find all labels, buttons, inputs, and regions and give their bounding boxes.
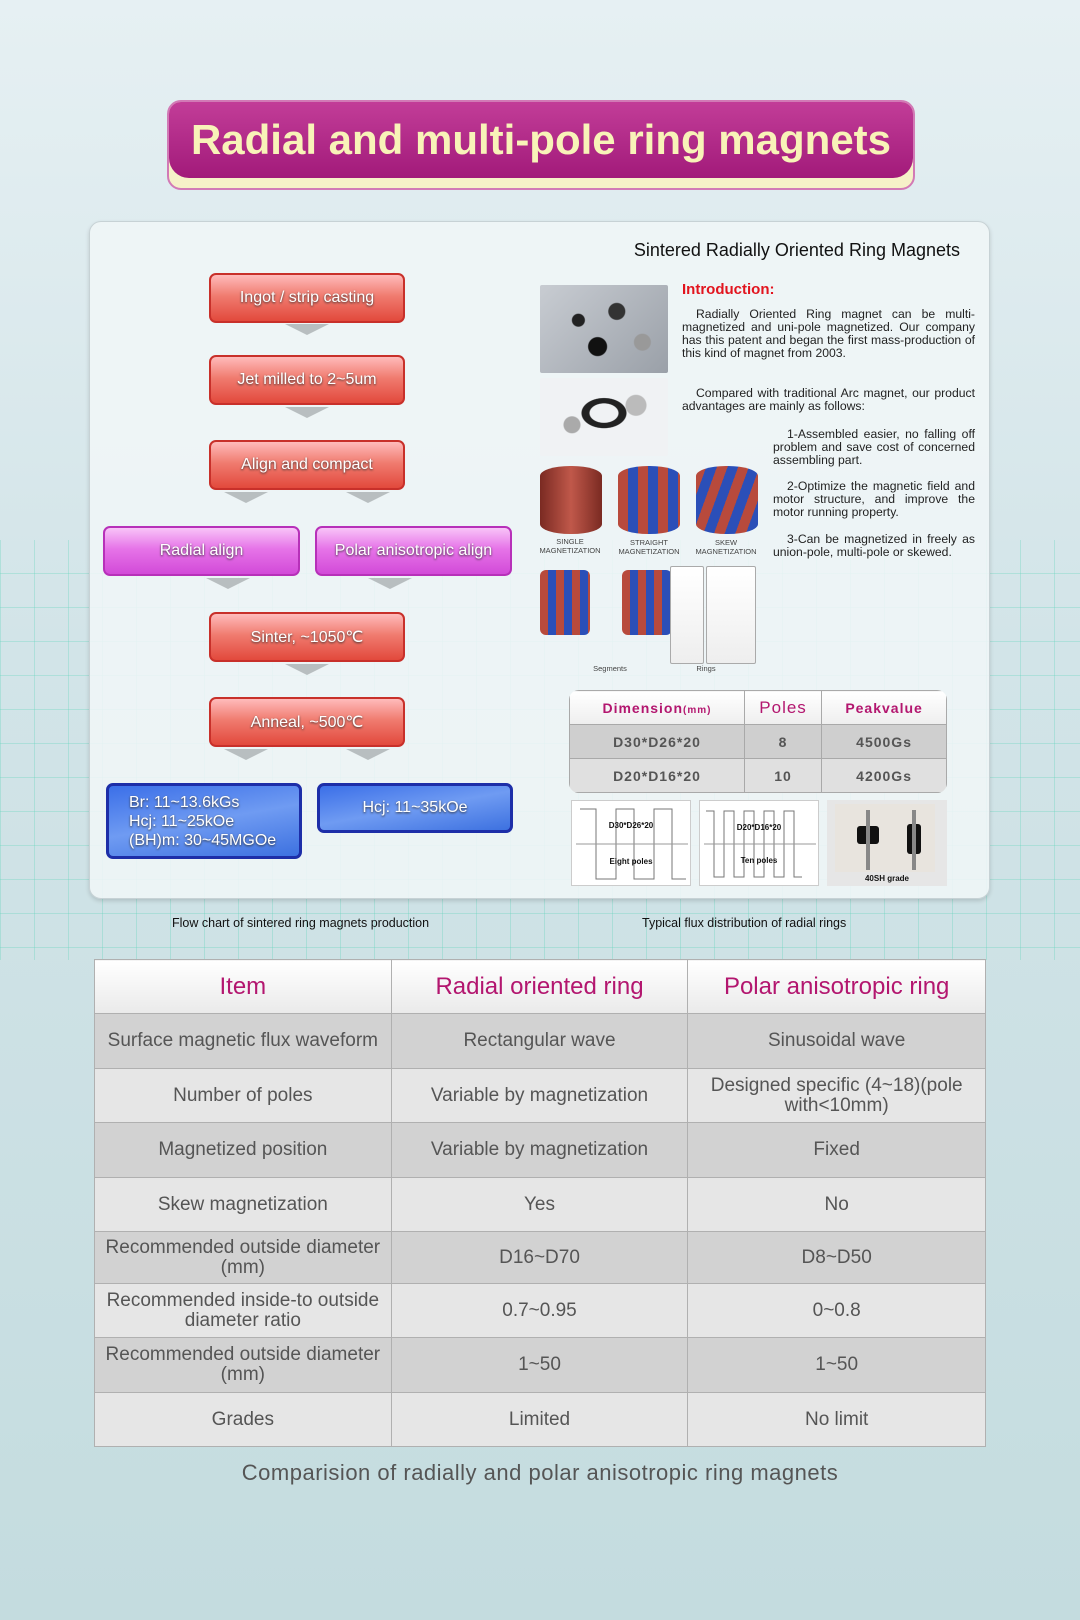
cell: Designed specific (4~18)(pole with<10mm)	[687, 1068, 986, 1123]
square-wave-graph	[704, 810, 816, 878]
result-radial: Br: 11~13.6kGs Hcj: 11~25kOe (BH)m: 30~4…	[106, 783, 302, 859]
cell: D8~D50	[687, 1231, 986, 1284]
section-heading: Sintered Radially Oriented Ring Magnets	[633, 240, 960, 260]
flux-poles: Ten poles	[740, 856, 778, 865]
arrow-icon	[368, 578, 412, 589]
skew-magnetization-ring	[696, 466, 758, 534]
row-label: Recommended outside diameter (mm)	[94, 1337, 392, 1393]
ring-magnets-photo	[540, 285, 668, 373]
rings-label: Rings	[696, 664, 716, 673]
flux-chart-eight-poles: D30*D26*20 Eight poles	[571, 800, 691, 886]
rings-image-2	[706, 566, 756, 664]
flux-poles: Eight poles	[609, 857, 653, 866]
arrow-icon	[285, 407, 329, 418]
br-value: Br: 11~13.6kGs	[129, 793, 240, 811]
rings-image	[670, 566, 704, 664]
flux-label: D30*D26*20	[608, 821, 654, 830]
flow-branch-polar: Polar anisotropic align	[315, 526, 512, 576]
cell: 1~50	[390, 1337, 689, 1393]
hcj-value: Hcj: 11~25kOe	[129, 812, 235, 830]
cell: No limit	[687, 1392, 986, 1447]
rotor-image	[835, 804, 935, 872]
intro-paragraph: Radially Oriented Ring magnet can be mul…	[682, 307, 975, 360]
intro-paragraph-2: Compared with traditional Arc magnet, ou…	[682, 386, 975, 413]
flowchart-caption: Flow chart of sintered ring magnets prod…	[172, 916, 430, 930]
flow-step: Anneal, ~500℃	[209, 697, 405, 747]
ring-magnets-photo-2	[540, 378, 668, 456]
cell: Sinusoidal wave	[687, 1013, 986, 1069]
title-banner: Radial and multi-pole ring magnets	[167, 100, 915, 190]
cell: D16~D70	[390, 1231, 689, 1284]
row-label: Grades	[94, 1392, 392, 1447]
rotor-photo: 40SH grade	[827, 800, 947, 886]
comparison-caption: Comparision of radially and polar anisot…	[241, 1460, 839, 1485]
straight-magnetization-ring	[618, 466, 680, 534]
cell: D30*D26*20	[569, 724, 745, 759]
row-label: Recommended outside diameter (mm)	[94, 1231, 392, 1284]
row-label: Surface magnetic flux waveform	[94, 1013, 392, 1069]
cell: Rectangular wave	[390, 1013, 689, 1069]
advantage-1: 1-Assembled easier, no falling off probl…	[773, 427, 975, 467]
cell: Variable by magnetization	[390, 1122, 689, 1178]
flow-branch-radial: Radial align	[103, 526, 300, 576]
arrow-icon	[224, 492, 268, 503]
header-radial: Radial oriented ring	[390, 959, 689, 1014]
row-label: Recommended inside-to outside diameter r…	[94, 1283, 392, 1338]
segments-image	[540, 570, 590, 635]
segments-label: Segments	[593, 664, 627, 673]
cell: Limited	[390, 1392, 689, 1447]
flux-chart-ten-poles: D20*D16*20 Ten poles	[699, 800, 819, 886]
cell: No	[687, 1177, 986, 1232]
magnet-caption: STRAIGHT MAGNETIZATION	[618, 538, 680, 556]
page-title: Radial and multi-pole ring magnets	[169, 102, 913, 178]
row-label: Number of poles	[94, 1068, 392, 1123]
arrow-icon	[285, 324, 329, 335]
header-poles: Poles	[743, 690, 823, 725]
advantage-3: 3-Can be magnetized in freely as union-p…	[773, 532, 975, 559]
cell: 4500Gs	[821, 724, 947, 759]
arrow-icon	[346, 749, 390, 760]
header-polar: Polar anisotropic ring	[687, 959, 986, 1014]
rotor-caption: 40SH grade	[864, 874, 910, 883]
flow-step: Jet milled to 2~5um	[209, 355, 405, 405]
segments-image-2	[622, 570, 672, 635]
arrow-icon	[224, 749, 268, 760]
square-wave-graph	[576, 808, 688, 880]
cell: Fixed	[687, 1122, 986, 1178]
single-magnetization-ring	[540, 466, 602, 534]
flux-caption: Typical flux distribution of radial ring…	[642, 916, 847, 930]
row-label: Skew magnetization	[94, 1177, 392, 1232]
arrow-icon	[346, 492, 390, 503]
intro-label: Introduction:	[682, 281, 775, 298]
cell: 8	[743, 724, 823, 759]
bhmax-value: (BH)m: 30~45MGOe	[129, 831, 277, 849]
flux-label: D20*D16*20	[736, 823, 782, 832]
header-peakvalue: Peakvalue	[821, 690, 947, 725]
magnet-caption: SINGLE MAGNETIZATION	[539, 537, 601, 555]
flow-step: Ingot / strip casting	[209, 273, 405, 323]
header-dimension: Dimension(mm)	[569, 690, 745, 725]
cell: Yes	[390, 1177, 689, 1232]
cell: 10	[743, 758, 823, 793]
cell: 0~0.8	[687, 1283, 986, 1338]
result-polar: Hcj: 11~35kOe	[317, 783, 513, 833]
cell: Variable by magnetization	[390, 1068, 689, 1123]
cell: D20*D16*20	[569, 758, 745, 793]
cell: 4200Gs	[821, 758, 947, 793]
arrow-icon	[285, 664, 329, 675]
cell: 0.7~0.95	[390, 1283, 689, 1338]
cell: 1~50	[687, 1337, 986, 1393]
arrow-icon	[206, 578, 250, 589]
flow-step: Sinter, ~1050℃	[209, 612, 405, 662]
magnet-caption: SKEW MAGNETIZATION	[695, 538, 757, 556]
advantage-2: 2-Optimize the magnetic field and motor …	[773, 479, 975, 519]
flow-step: Align and compact	[209, 440, 405, 490]
header-item: Item	[94, 959, 392, 1014]
row-label: Magnetized position	[94, 1122, 392, 1178]
